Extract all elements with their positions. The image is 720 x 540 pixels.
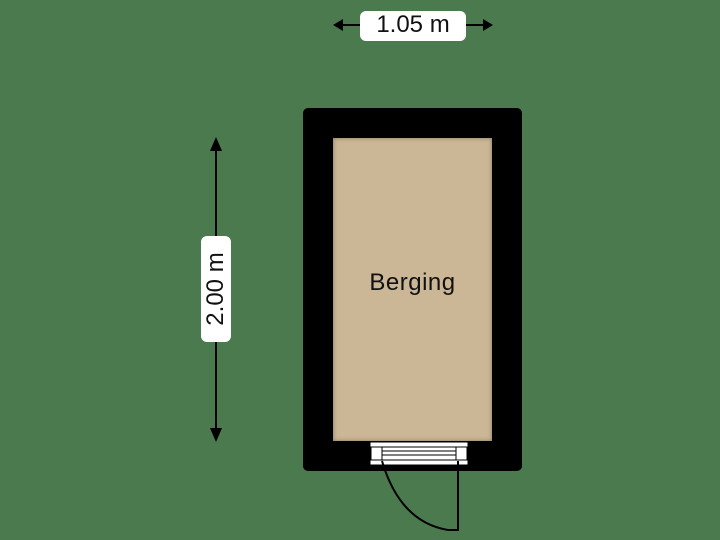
- door-threshold: [370, 441, 468, 466]
- height-label: 2.00 m: [202, 252, 229, 326]
- width-dimension: 1.05 m: [333, 11, 493, 41]
- width-label: 1.05 m: [360, 11, 466, 41]
- arrow-up-icon: [210, 137, 222, 151]
- height-label-box: 2.00 m: [201, 236, 231, 342]
- height-dimension: 2.00 m: [201, 137, 231, 442]
- arrow-down-icon: [210, 428, 222, 442]
- door-swing-icon: [370, 460, 470, 540]
- room-label: Berging: [369, 269, 456, 296]
- arrow-left-icon: [333, 19, 343, 31]
- room-floor: Berging: [333, 138, 492, 441]
- arrow-right-icon: [483, 19, 493, 31]
